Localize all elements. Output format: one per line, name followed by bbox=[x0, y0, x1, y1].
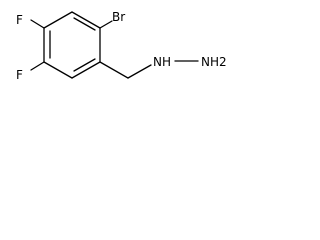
ring-bond-top bbox=[71, 11, 101, 29]
hydrazine-nh-atom-label: NH bbox=[153, 55, 171, 69]
ring-bond-lower-right bbox=[71, 61, 101, 79]
bond-ring-to-f-bottom bbox=[30, 61, 45, 71]
bond-ring-to-f-top bbox=[30, 19, 45, 29]
bond-ch2-to-nh bbox=[127, 64, 152, 79]
chemical-structure-diagram: Br F F NH NH2 bbox=[16, 10, 227, 82]
ring-double-bond-upper bbox=[73, 17, 96, 31]
fluoro-atom-label-bottom: F bbox=[16, 68, 23, 82]
ring-bond-upper-left bbox=[43, 11, 73, 29]
bond-ring-to-br bbox=[99, 20, 113, 29]
substituent-bonds bbox=[30, 19, 199, 79]
ring-bond-bottom bbox=[43, 61, 73, 79]
bromo-atom-label: Br bbox=[112, 10, 125, 24]
hydrazine-nh2-atom-label: NH2 bbox=[201, 55, 227, 69]
ring-double-bond-lower bbox=[73, 58, 96, 72]
benzene-ring bbox=[43, 11, 101, 79]
fluoro-atom-label-top: F bbox=[16, 13, 23, 27]
bond-ring-to-ch2 bbox=[99, 61, 129, 79]
